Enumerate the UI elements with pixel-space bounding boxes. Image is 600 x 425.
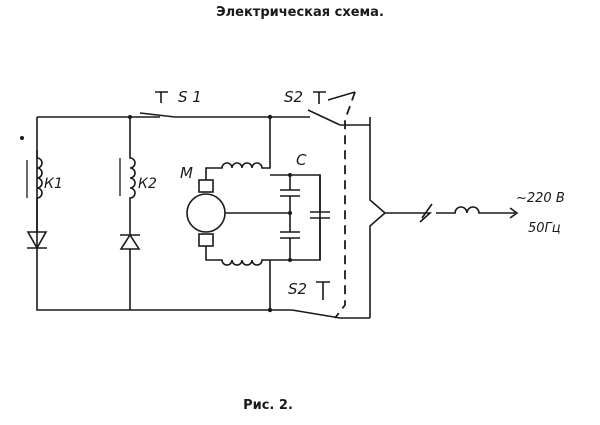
- supply-merge: [369, 117, 519, 318]
- relay-k2-coil: [129, 117, 136, 235]
- junction-top: [267, 114, 273, 120]
- k1-marker-dot: [20, 136, 24, 140]
- figure-caption: Рис. 2.: [243, 398, 293, 413]
- label-s1: S 1: [178, 88, 202, 106]
- motor-symbol: [186, 193, 226, 233]
- junction-bottom: [267, 307, 273, 313]
- junction-c-bottom: [288, 258, 292, 262]
- page-title: Электрическая схема.: [216, 5, 384, 20]
- capacitor-c1: [280, 175, 300, 213]
- junction-c-mid: [288, 211, 292, 215]
- junction-c-top: [288, 173, 292, 177]
- k2-marker-dot: [128, 115, 132, 119]
- label-s2-bottom: S2: [288, 280, 307, 298]
- motor-brush-bottom: [198, 233, 214, 247]
- label-capacitor: С: [296, 151, 307, 169]
- switch-s2-bottom: [291, 281, 370, 319]
- motor-winding-bottom: [205, 246, 270, 266]
- label-k1: К1: [44, 176, 63, 192]
- switch-s1: [139, 91, 300, 118]
- left-rail-wire: [36, 116, 292, 311]
- label-s2-top: S2: [284, 88, 303, 106]
- switch-s2-top: [300, 91, 370, 126]
- switch-s2-mechanical-link: [334, 91, 356, 319]
- label-frequency: 50Гц: [528, 221, 561, 236]
- diode-k1: [26, 231, 48, 250]
- label-motor: М: [180, 164, 193, 182]
- diode-k2: [119, 233, 141, 250]
- label-k2: К2: [138, 176, 157, 192]
- label-voltage: ~220 В: [516, 191, 565, 206]
- relay-k1-coil: [36, 150, 43, 232]
- capacitor-c2: [280, 213, 300, 260]
- capacitor-c3: [310, 175, 330, 260]
- motor-brush-top: [198, 179, 214, 193]
